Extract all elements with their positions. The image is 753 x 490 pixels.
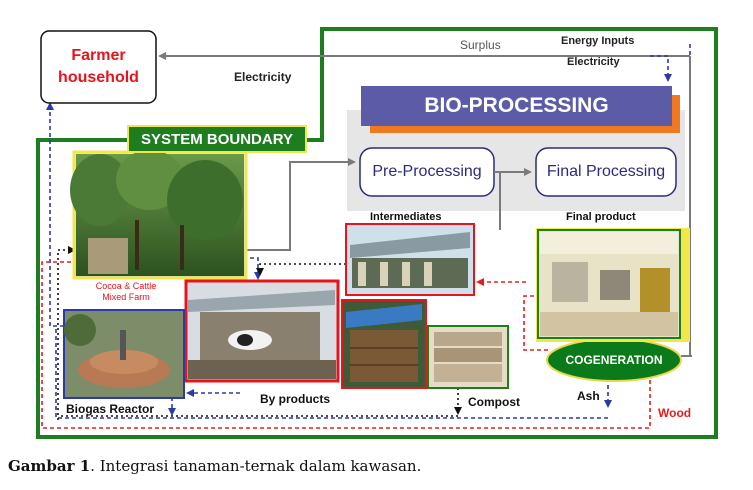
farm-to-byproducts-dashed [250, 257, 262, 280]
final-processing-label: Final Processing [546, 163, 666, 180]
surplus-label: Surplus [460, 38, 501, 52]
compost-label: Compost [468, 395, 520, 409]
final-processing-box [535, 147, 677, 197]
cocoa-farm-label: Cocoa & Cattle Mixed Farm [95, 281, 157, 302]
bio-processing-banner [361, 86, 672, 126]
final-product-label: Final product [566, 211, 636, 223]
cocoa-farm-photo [70, 150, 248, 280]
final-product-photo [536, 228, 690, 342]
system-boundary-label-box [127, 125, 307, 153]
electricity-right-label: Electricity [567, 56, 620, 68]
farmer-household-box [40, 30, 157, 104]
farm-to-preprocessing-arrow [245, 158, 356, 251]
energy-input-line [689, 56, 692, 357]
bio-processing-title: BIO-PROCESSING [424, 94, 609, 117]
intermediates-label: Intermediates [370, 211, 442, 223]
intermediates-to-farm-dotted [256, 263, 346, 276]
biogas-reactor-photo [63, 309, 185, 399]
bottom-return-dashed [55, 326, 608, 419]
electricity-dashed-arrow [650, 55, 672, 82]
ash-label: Ash [577, 389, 600, 403]
compost-bags-photo [427, 325, 509, 389]
intermediates-photo [345, 223, 475, 296]
wood-red-dashed [41, 261, 651, 429]
farmer-household-label: Farmer household [58, 47, 139, 86]
fermentation-box-photo [341, 299, 427, 389]
figure-caption: Gambar 1. Integrasi tanaman-ternak dalam… [8, 457, 421, 475]
pre-processing-label: Pre-Processing [372, 163, 482, 180]
cattle-shed-photo [184, 279, 340, 383]
figure-caption-text: . Integrasi tanaman-ternak dalam kawasan… [90, 457, 422, 475]
system-boundary-label: SYSTEM BOUNDARY [141, 130, 293, 148]
figure-caption-number: Gambar 1 [8, 457, 91, 475]
energy-inputs-label: Energy Inputs [561, 35, 635, 47]
electricity-left-label: Electricity [234, 70, 292, 84]
wood-label: Wood [658, 406, 692, 420]
intermediates-to-final-arrow [499, 171, 530, 230]
farm-return-dotted [57, 246, 76, 420]
cogeneration-label: COGENERATION [565, 353, 663, 367]
by-products-label: By products [260, 392, 331, 406]
biogas-to-farmer-dashed [46, 102, 64, 327]
system-boundary-outline [36, 27, 718, 439]
final-to-cogen-red-dashed [523, 295, 548, 351]
biogas-reactor-label: Biogas Reactor [66, 402, 155, 416]
